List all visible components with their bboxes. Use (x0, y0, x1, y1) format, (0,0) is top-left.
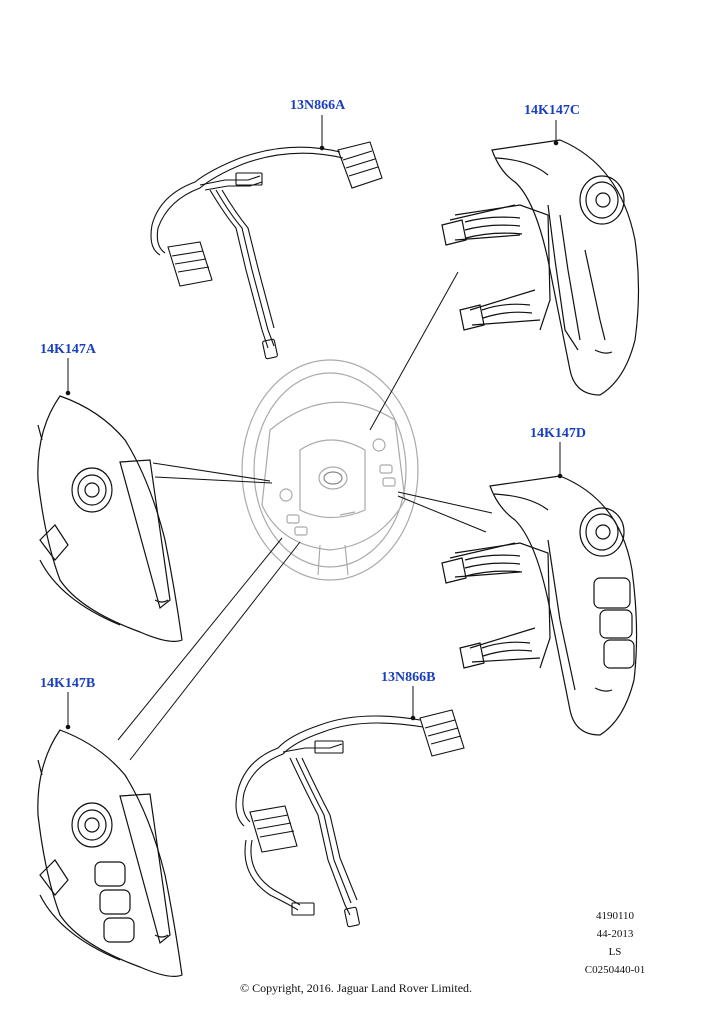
steering-wheel (241, 359, 419, 581)
copyright-notice: © Copyright, 2016. Jaguar Land Rover Lim… (239, 981, 473, 995)
callout-14k147a[interactable]: 14K147A (40, 342, 96, 357)
reference-line-4: C0250440-01 (584, 964, 646, 976)
switch-14k147b (37, 729, 183, 977)
reference-line-1: 4190110 (595, 910, 635, 922)
switch-14k147a (37, 395, 183, 642)
callout-14k147c[interactable]: 14K147C (524, 103, 580, 118)
harness-13n866a (150, 141, 383, 360)
reference-line-3: LS (608, 946, 622, 958)
harness-13n866b (235, 709, 465, 928)
callout-13n866b[interactable]: 13N866B (381, 670, 436, 685)
reference-line-2: 44-2013 (596, 928, 634, 940)
callout-14k147d[interactable]: 14K147D (530, 426, 586, 441)
switch-14k147d (441, 475, 638, 736)
callout-14k147b[interactable]: 14K147B (40, 676, 96, 691)
switch-14k147c (441, 139, 640, 396)
reference-block: 4190110 44-2013 LS C0250440-01 (570, 907, 660, 979)
callout-13n866a[interactable]: 13N866A (290, 98, 346, 113)
